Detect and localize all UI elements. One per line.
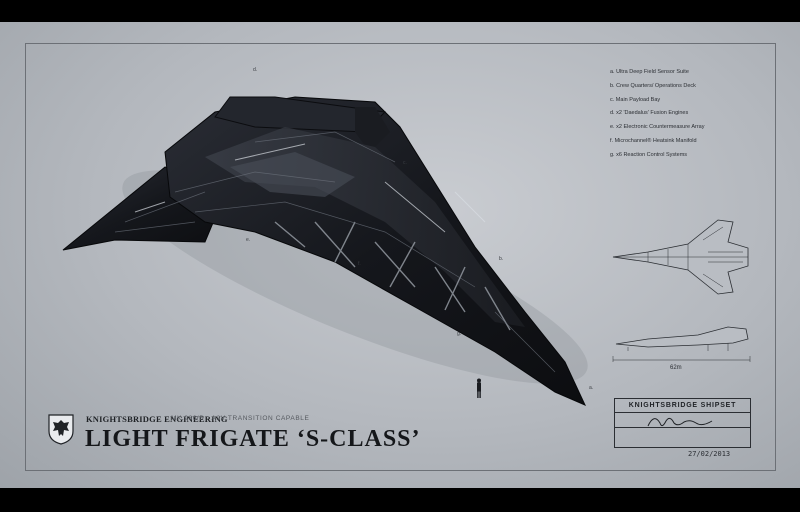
- length-dimension-label: 62m: [670, 365, 682, 371]
- legend-item: b. Crew Quarters/ Operations Deck: [610, 82, 696, 89]
- side-view-drawing: [612, 326, 751, 362]
- signature-block: KNIGHTSBRIDGE SHIPSET: [614, 398, 751, 448]
- legend-item: f. Microchannel® Heatsink Manifold: [610, 137, 697, 144]
- legend-item: c. Main Payload Bay: [610, 96, 661, 103]
- drawing-frame: [25, 43, 776, 471]
- top-view-drawing: [612, 219, 749, 295]
- eagle-crest-icon: [48, 414, 74, 445]
- callout-e: e.: [246, 237, 251, 243]
- shipset-label: KNIGHTSBRIDGE SHIPSET: [615, 399, 750, 413]
- callout-g: g.: [457, 331, 462, 337]
- legend-item: d. x2 'Daedalus' Fusion Engines: [610, 110, 689, 117]
- signature-line: [615, 427, 750, 428]
- callout-a: a.: [589, 385, 594, 391]
- human-scale-figure: [477, 378, 481, 398]
- legend-item: g. x6 Reaction Control Systems: [610, 151, 688, 158]
- callout-d: d.: [253, 67, 258, 73]
- callout-b: b.: [499, 256, 504, 262]
- handwritten-signature: [647, 417, 713, 427]
- component-legend: a. Ultra Deep Field Sensor Suite b. Crew…: [610, 68, 780, 165]
- brand-name: KNIGHTSBRIDGE ENGINEERING: [86, 414, 228, 424]
- blueprint-sheet: d. c. e. f. b. g. a. a. Ultra Deep Field…: [0, 22, 800, 488]
- legend-item: e. x2 Electronic Countermeasure Array: [610, 124, 705, 131]
- signature-date: 27/02/2013: [688, 450, 731, 458]
- legend-item: a. Ultra Deep Field Sensor Suite: [610, 69, 689, 75]
- callout-f: f.: [358, 261, 361, 267]
- ship-illustration: [62, 96, 588, 406]
- model-designation: MK.986/B · A2V TRANSITION CAPABLE: [171, 415, 310, 422]
- page-title: LIGHT FRIGATE ‘S-CLASS’: [85, 426, 421, 452]
- callout-c: c.: [403, 160, 407, 166]
